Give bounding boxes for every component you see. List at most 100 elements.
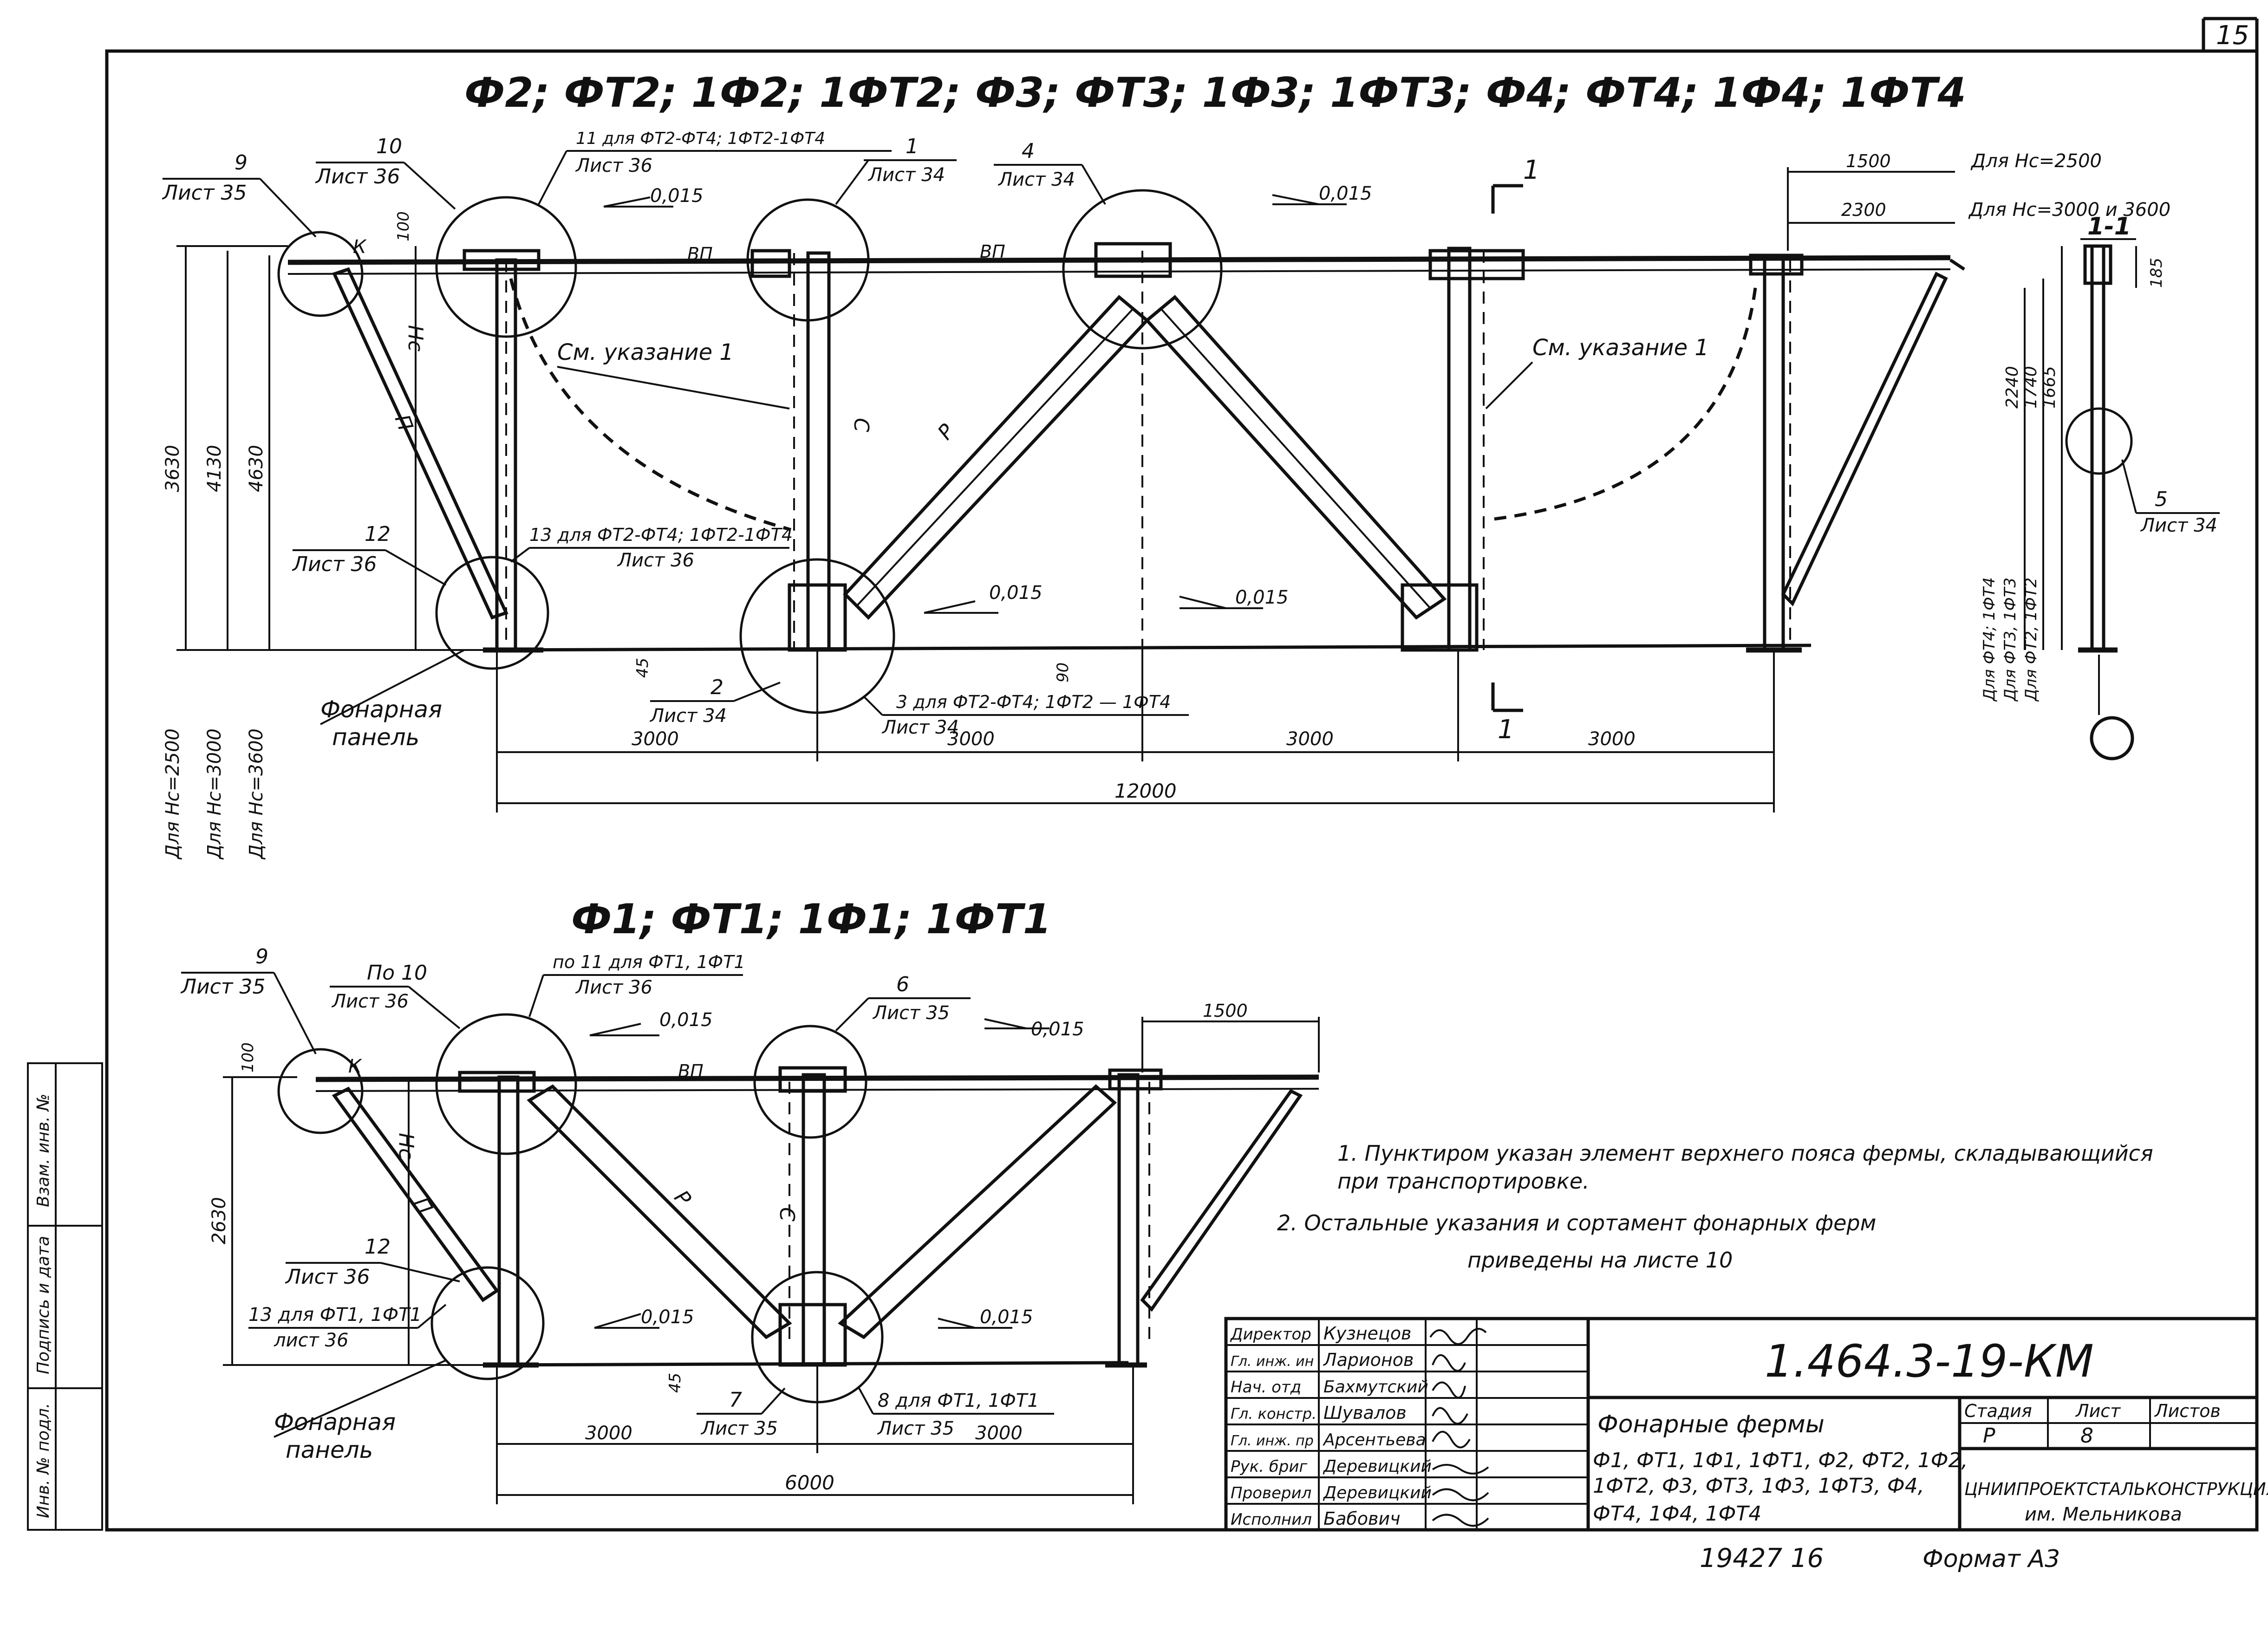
tb-name: Кузнецов (1323, 1323, 1411, 1344)
svg-text:4: 4 (1022, 139, 1035, 163)
tb-org: ЦНИИПРОЕКТСТАЛЬКОНСТРУКЦИЯ (1964, 1479, 2268, 1499)
svg-text:2: 2 (710, 676, 723, 699)
tb-name: Арсентьева (1323, 1430, 1426, 1450)
side-stamp-label: Подпись и дата (34, 1236, 53, 1374)
svg-text:1500: 1500 (1203, 1001, 1248, 1021)
note-line: 2. Остальные указания и сортамент фонарн… (1277, 1210, 1876, 1235)
svg-text:3000: 3000 (585, 1423, 632, 1444)
svg-text:0,015: 0,015 (980, 1306, 1033, 1328)
svg-text:0,015: 0,015 (1031, 1019, 1084, 1040)
svg-text:13 для ФТ1, 1ФТ1: 13 для ФТ1, 1ФТ1 (248, 1304, 422, 1326)
callout-label: 12 Лист 36 (285, 1235, 460, 1289)
tb-role: Директор (1230, 1325, 1311, 1344)
svg-text:1: 1 (1523, 155, 1540, 185)
side-stamp: Взам. инв. № Подпись и дата Инв. № подл. (27, 1062, 103, 1531)
callout-label: 1 Лист 34 (835, 135, 957, 205)
tb-name: Бабович (1323, 1508, 1401, 1529)
svg-text:9: 9 (255, 945, 268, 968)
slope-mark: 0,015 (938, 1306, 1033, 1329)
callout-label: 2 Лист 34 (649, 676, 781, 727)
right-dimension: 1500 2300 Для Hс=2500 Для Hс=3000 и 3600 (1787, 150, 2170, 251)
bottom-number: 19427 16 (1700, 1543, 1824, 1573)
svg-text:Для Hс=2500: Для Hс=2500 (1970, 150, 2102, 172)
see-note-label: См. указание 1 (1532, 335, 1709, 361)
svg-text:по 11 для ФТ1, 1ФТ1: по 11 для ФТ1, 1ФТ1 (553, 952, 745, 972)
lantern-panel-label: панель (332, 724, 419, 751)
tb-name: Деревицкий (1323, 1457, 1432, 1476)
note-line: при транспортировке. (1337, 1169, 1590, 1194)
brace-member (1140, 1089, 1303, 1312)
svg-text:Для ФТ2, 1ФТ2: Для ФТ2, 1ФТ2 (2022, 578, 2040, 702)
member-label: П (390, 411, 417, 434)
height-dimension: 2630 100 45 (209, 1042, 684, 1393)
svg-text:Лист 35: Лист 35 (872, 1002, 950, 1024)
svg-text:6000: 6000 (785, 1471, 834, 1494)
tb-role: Проверил (1231, 1484, 1311, 1502)
svg-text:0,015: 0,015 (1235, 587, 1289, 608)
member-label: ВП (980, 241, 1005, 262)
section-1-1: 1-1 185 2240 1740 1665 Для ФТ4; 1ФТ4 Для… (1980, 213, 2220, 760)
callout-label: По 10 Лист 36 (330, 961, 461, 1029)
tb-name: Шувалов (1323, 1403, 1407, 1423)
svg-text:4630: 4630 (246, 445, 267, 492)
svg-text:13 для ФТ2-ФТ4; 1ФТ2-1ФТ4: 13 для ФТ2-ФТ4; 1ФТ2-1ФТ4 (529, 525, 793, 545)
slope-mark: 0,015 (589, 1009, 713, 1036)
tb-doc-list: 1ФТ2, Ф3, ФТ3, 1Ф3, 1ФТ3, Ф4, (1593, 1474, 1924, 1498)
see-note-label: См. указание 1 (557, 339, 734, 365)
general-notes: 1. Пунктиром указан элемент верхнего поя… (1277, 1141, 2153, 1273)
top-truss-diagram: Ф2; ФТ2; 1Ф2; 1ФТ2; Ф3; ФТ3; 1Ф3; 1ФТ3; … (162, 69, 2170, 860)
slope-mark: 0,015 (603, 185, 704, 208)
tb-doc-list: Ф1, ФТ1, 1Ф1, 1ФТ1, Ф2, ФТ2, 1Ф2, (1593, 1449, 1968, 1472)
slope-mark: 0,015 (1272, 183, 1372, 205)
svg-text:7: 7 (729, 1388, 742, 1412)
slope-mark: 0,015 (1179, 587, 1289, 609)
svg-text:45: 45 (633, 658, 652, 678)
vertical-member (1447, 247, 1485, 652)
tb-stage-label: Стадия (1964, 1401, 2032, 1421)
tb-name: Деревицкий (1323, 1483, 1432, 1502)
callout-label: 6 Лист 35 (835, 973, 971, 1032)
callout-label: 13 для ФТ2-ФТ4; 1ФТ2-1ФТ4 Лист 36 (510, 525, 793, 571)
svg-text:10: 10 (376, 135, 402, 158)
tb-role: Гл. инж. ин (1231, 1353, 1314, 1370)
svg-text:0,015: 0,015 (659, 1009, 713, 1031)
tb-name: Бахмутский (1323, 1378, 1428, 1397)
svg-text:45: 45 (666, 1373, 684, 1393)
brace-member (332, 267, 508, 620)
svg-text:0,015: 0,015 (1319, 183, 1372, 204)
svg-text:Лист 36: Лист 36 (292, 552, 377, 576)
tb-doc-title: Фонарные фермы (1597, 1410, 1825, 1438)
svg-text:2240: 2240 (2003, 366, 2022, 409)
brace-member (332, 1086, 499, 1302)
tb-role: Гл. инж. пр (1231, 1433, 1314, 1449)
svg-text:Лист 34: Лист 34 (881, 717, 959, 738)
slope-mark: 0,015 (984, 1018, 1084, 1040)
svg-text:4130: 4130 (204, 445, 225, 492)
vertical-member (793, 251, 831, 652)
signature-scribbles (1429, 1328, 1489, 1527)
svg-text:2300: 2300 (1841, 200, 1886, 220)
tb-role: Рук. бриг (1231, 1457, 1308, 1476)
svg-text:12000: 12000 (1114, 780, 1177, 802)
bottom-truss-title: Ф1; ФТ1; 1Ф1; 1ФТ1 (571, 895, 1051, 943)
tb-sheet: 8 (2080, 1424, 2093, 1448)
svg-text:3630: 3630 (162, 445, 183, 492)
callout-label: 9 Лист 35 (162, 151, 317, 238)
side-stamp-label: Инв. № подл. (34, 1403, 53, 1518)
svg-text:3000: 3000 (1286, 728, 1334, 750)
svg-text:По 10: По 10 (367, 961, 427, 985)
tb-role: Гл. констр. (1231, 1405, 1316, 1423)
svg-text:Для Hс=2500: Для Hс=2500 (162, 728, 183, 860)
member-label: П (409, 1193, 437, 1218)
svg-text:Лист 35: Лист 35 (162, 181, 247, 205)
svg-text:3000: 3000 (1588, 728, 1636, 750)
svg-text:Для Hс=3000 и 3600: Для Hс=3000 и 3600 (1968, 199, 2170, 221)
svg-text:9: 9 (235, 151, 248, 175)
svg-text:1: 1 (1498, 715, 1514, 745)
brace-member (1781, 272, 1948, 606)
svg-text:1740: 1740 (2021, 366, 2040, 409)
section-title: 1-1 (2087, 213, 2131, 240)
svg-text:Лист 36: Лист 36 (315, 165, 400, 188)
slope-mark: 0,015 (924, 582, 1043, 614)
